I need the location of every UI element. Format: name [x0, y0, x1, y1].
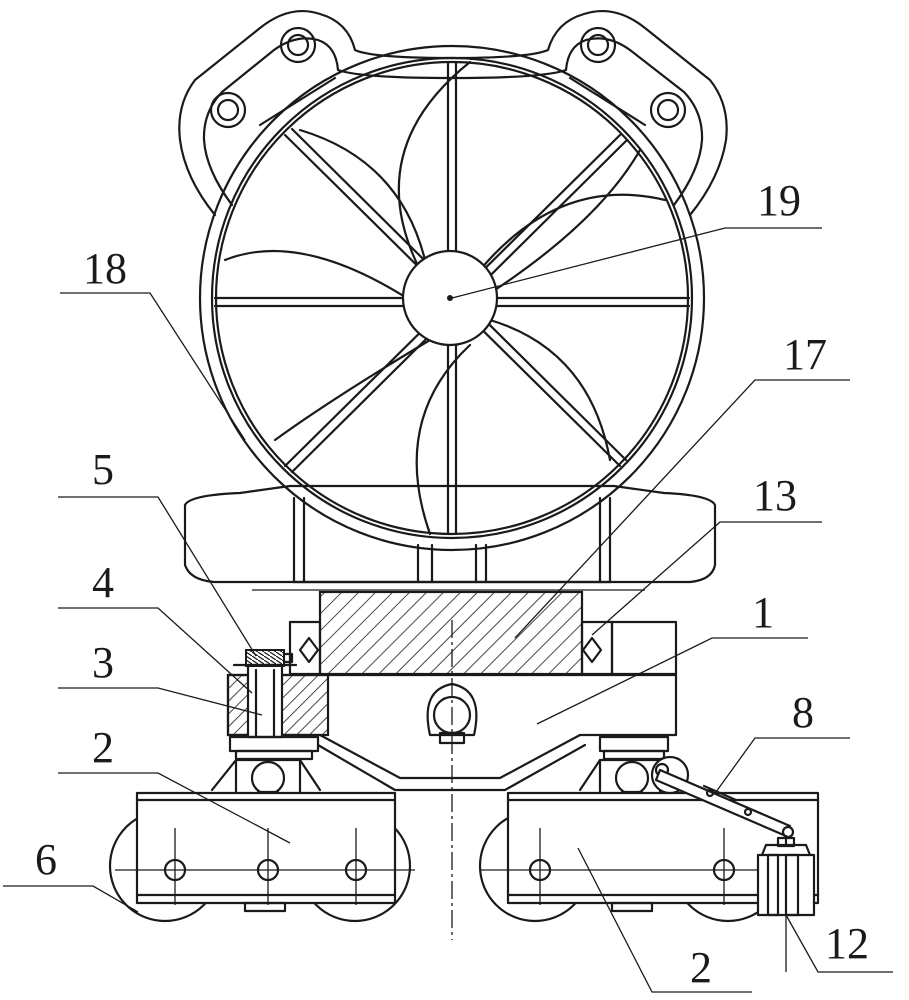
- callout-6: 6: [35, 835, 57, 884]
- callout-19: 19: [757, 176, 801, 225]
- rotary-block: [318, 590, 584, 676]
- callout-18: 18: [83, 244, 127, 293]
- callout-3: 3: [92, 638, 114, 687]
- callout-4: 4: [92, 558, 114, 607]
- callout-13: 13: [753, 471, 797, 520]
- callout-17: 17: [783, 330, 827, 379]
- actuator-cylinder: [756, 834, 816, 972]
- leader-lines: [3, 227, 893, 993]
- fan-rotor: [213, 60, 691, 536]
- bearing-right: [580, 620, 678, 676]
- bearing-left: [288, 620, 322, 676]
- callout-8: 8: [792, 688, 814, 737]
- callout-2-right: 2: [690, 943, 712, 992]
- callout-2-left: 2: [92, 723, 114, 772]
- left-bogie: [108, 735, 415, 923]
- callout-12: 12: [825, 919, 869, 968]
- callout-1: 1: [752, 588, 774, 637]
- callout-labels: 18 19 17 5 13 4 1 3 8 2 6 2 12: [35, 176, 869, 992]
- callout-5: 5: [92, 445, 114, 494]
- mounting-plate: [183, 484, 717, 591]
- bolt-assembly: [226, 649, 330, 739]
